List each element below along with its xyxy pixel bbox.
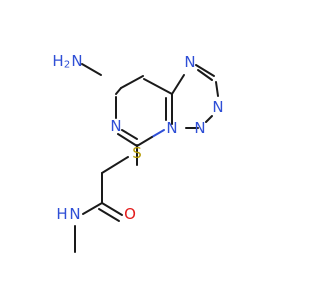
bond-c7-c8	[143, 78, 173, 95]
bond-c2-nright	[215, 81, 219, 97]
bond-n-ring-fused	[151, 129, 165, 138]
bond-c-o-double	[98, 208, 120, 222]
bond-c8a-ntop	[171, 74, 185, 95]
bond-n-c5-double	[121, 129, 138, 140]
nh2-h-label: H	[52, 52, 63, 70]
sulfur-label: S	[132, 144, 142, 162]
triazole-n-right-label: N	[212, 98, 223, 116]
bond-nright-nbottom	[205, 115, 213, 123]
nh2-n-label: N	[71, 52, 82, 70]
bond-n-c5	[117, 133, 138, 147]
nh2-subscript-label: 2	[64, 60, 70, 71]
molecule-structure: H 2 N N N N N N S O N H	[52, 52, 224, 253]
bond-s-ch2	[101, 156, 129, 174]
bond-layer	[74, 63, 219, 253]
bond-c7-nh2	[81, 63, 102, 76]
atom-labels: H 2 N N N N N N S O N H	[52, 52, 223, 223]
bond-c7-top	[115, 87, 122, 95]
triazole-n-bottom-label: N	[194, 119, 205, 137]
bond-c-nh	[82, 202, 103, 215]
bond-ntop-c2	[195, 64, 215, 77]
amide-h-label: H	[56, 205, 67, 223]
oxygen-label: O	[124, 205, 136, 223]
amide-n-label: N	[69, 205, 80, 223]
ring-n-left-label: N	[110, 117, 121, 135]
ring-n-bottom-label: N	[166, 119, 177, 137]
bond-c5-n4	[136, 136, 153, 147]
triazole-n-top-label: N	[184, 53, 195, 71]
bond-ntop-c2-double	[197, 69, 213, 81]
bond-c-o	[101, 202, 123, 216]
bond-c7-c8-double	[120, 75, 144, 89]
